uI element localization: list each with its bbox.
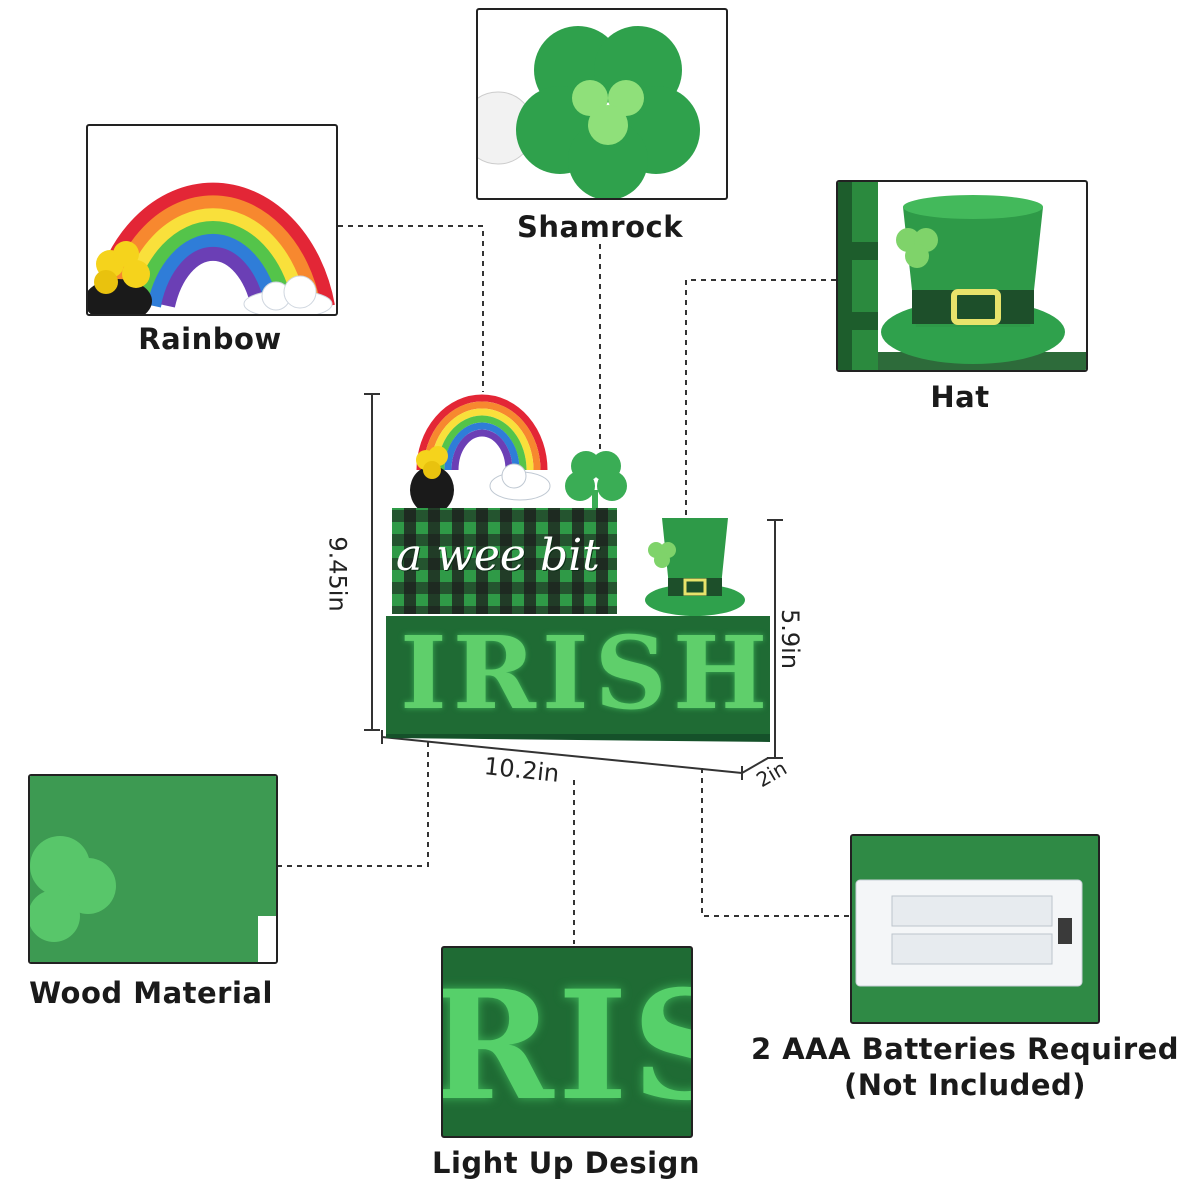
dim-height-total: 9.45in (323, 536, 352, 612)
hat-image (838, 182, 1086, 370)
wood-panel (28, 774, 278, 964)
battery-image (852, 836, 1098, 1022)
hat-label: Hat (930, 380, 990, 414)
shamrock-panel (476, 8, 728, 200)
battery-label-line1: 2 AAA Batteries Required (750, 1032, 1180, 1066)
light-closeup-text: RIS (441, 958, 691, 1134)
rainbow-image (88, 182, 335, 314)
shamrock-label: Shamrock (516, 210, 684, 244)
width-line (381, 736, 743, 774)
wood-image (30, 776, 276, 962)
sign-main-text: IRISH (400, 614, 774, 732)
product-image (386, 394, 770, 742)
rainbow-label: Rainbow (138, 322, 282, 356)
hat-panel (836, 180, 1088, 372)
battery-connector (701, 768, 850, 917)
hat-connector (685, 279, 836, 517)
battery-label-line2: (Not Included) (843, 1068, 1087, 1102)
light-label: Light Up Design (431, 1146, 701, 1180)
dim-height-base: 5.9in (776, 608, 805, 670)
wood-label: Wood Material (29, 976, 273, 1010)
depth-line (741, 757, 769, 774)
rainbow-panel (86, 124, 338, 316)
sign-top-text: a wee bit (396, 530, 600, 581)
shamrock-image (478, 26, 700, 198)
rainbow-connector (338, 225, 484, 392)
battery-panel (850, 834, 1100, 1024)
product-sign: a wee bit IRISH (380, 390, 780, 770)
wood-connector (277, 735, 429, 867)
light-panel: RIS (441, 946, 693, 1138)
